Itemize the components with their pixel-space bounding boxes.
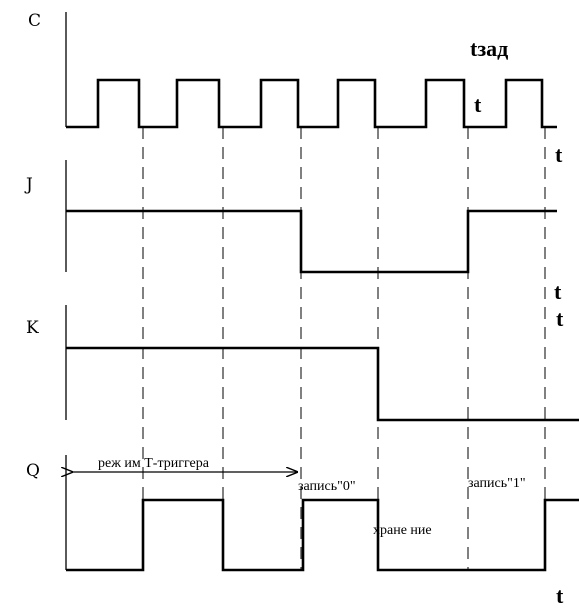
j-waveform (66, 209, 557, 274)
k-time-axis-label: t (556, 306, 564, 331)
k-waveform (66, 346, 579, 422)
k-signal-label: K (26, 318, 39, 338)
c-waveform (66, 78, 557, 129)
write-zero-annotation: запись"0" (298, 479, 356, 494)
write-one-annotation: запись"1" (468, 476, 526, 491)
c-signal-label: C (28, 11, 41, 31)
storage-annotation: хране ние (373, 523, 432, 538)
q-signal-label: Q (26, 461, 40, 481)
c-inner-time-label: t (474, 92, 482, 117)
j-signal-label: J (24, 175, 33, 195)
t-trigger-mode-annotation: реж им Т-триггера (98, 456, 210, 471)
tzad-label: tзад (470, 36, 508, 61)
c-time-axis-label: t (555, 142, 563, 167)
q-time-axis-label: t (556, 583, 564, 608)
j-time-axis-label: t (554, 279, 562, 304)
q-waveform (66, 498, 579, 572)
